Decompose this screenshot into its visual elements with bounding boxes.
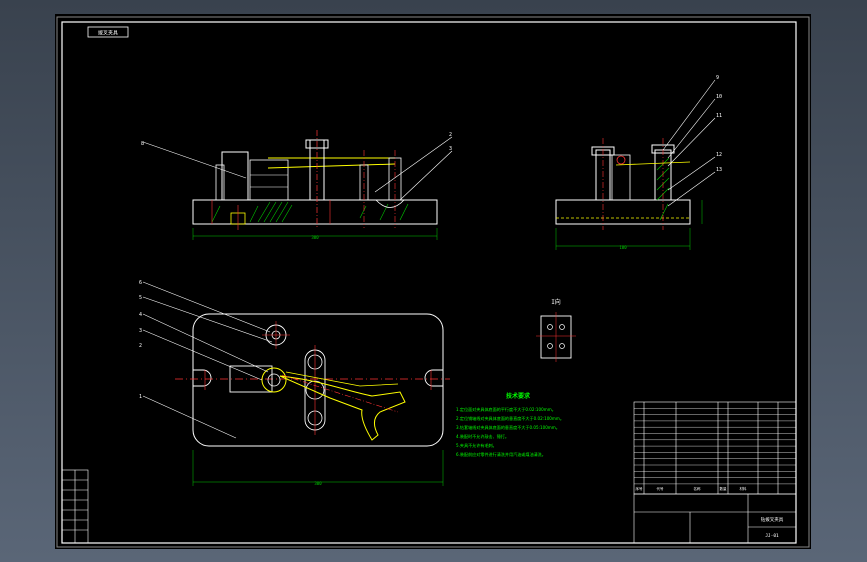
balloon-1: 1 [139, 394, 142, 400]
title-block [633, 493, 797, 544]
parts-list-rows [634, 408, 796, 485]
revision-strip [61, 469, 89, 544]
balloon-5: 5 [139, 295, 142, 301]
drawing-frame [61, 21, 797, 544]
part-name: 钻拨叉夹具 [761, 516, 784, 523]
side-dimension: 100 [619, 245, 627, 250]
balloon-3: 3 [449, 146, 452, 152]
balloon-13: 13 [716, 167, 722, 173]
parts-header: 序号 代号 名称 数量 材料 [636, 486, 748, 491]
balloon-2: 2 [449, 132, 452, 138]
side-view: 100 9 10 11 12 13 [555, 75, 722, 250]
front-dimension: 300 [311, 235, 319, 240]
sheet-border [56, 16, 810, 548]
tech-req-item: 3.钻套轴线对夹具体底面的垂直度不大于0.05:100mm。 [456, 424, 560, 430]
tech-req-item: 1.定位面对夹具体底面的平行度不大于0.02:100mm。 [456, 406, 556, 412]
detail-view: I向 [536, 298, 576, 362]
plan-dimension: 300 [314, 481, 322, 486]
plan-view: 300 6 5 4 3 2 1 [139, 280, 450, 486]
balloon-9: 9 [716, 75, 719, 81]
balloon-2-plan: 2 [139, 343, 142, 349]
drawing-number: JJ-01 [765, 533, 779, 539]
stamp-box: 拨叉夹具 [87, 26, 129, 38]
tech-req-item: 6.装配前应对零件进行清洗并用汽油或煤油清洗。 [456, 451, 546, 457]
parts-list [633, 401, 797, 495]
balloon-3-plan: 3 [139, 328, 142, 334]
parts-header-cell: 序号 [636, 486, 644, 491]
parts-header-cell: 名称 [694, 486, 702, 491]
balloon-10: 10 [716, 94, 722, 100]
tech-req-item: 4.装配时不允许敲击、锤打。 [456, 433, 509, 439]
parts-header-cell: 数量 [720, 486, 728, 491]
front-view: 300 8 2 3 [141, 130, 453, 240]
stamp-label: 拨叉夹具 [98, 30, 118, 37]
balloon-11: 11 [716, 113, 722, 119]
tech-req-item: 2.定位销轴线对夹具体底面的垂直度不大于0.02:100mm。 [456, 415, 564, 421]
parts-header-cell: 材料 [740, 486, 748, 491]
technical-requirements: 技术要求 1.定位面对夹具体底面的平行度不大于0.02:100mm。 2.定位销… [456, 392, 564, 457]
balloon-12: 12 [716, 152, 722, 158]
balloon-6: 6 [139, 280, 142, 286]
tech-req-item: 5.夹具不允许有毛刺。 [456, 442, 497, 448]
tech-req-title: 技术要求 [506, 392, 531, 400]
parts-header-cell: 代号 [657, 486, 665, 491]
balloon-4: 4 [139, 312, 142, 318]
balloon-8: 8 [141, 141, 144, 147]
detail-label: I向 [551, 298, 561, 306]
drawing-canvas [55, 14, 811, 549]
